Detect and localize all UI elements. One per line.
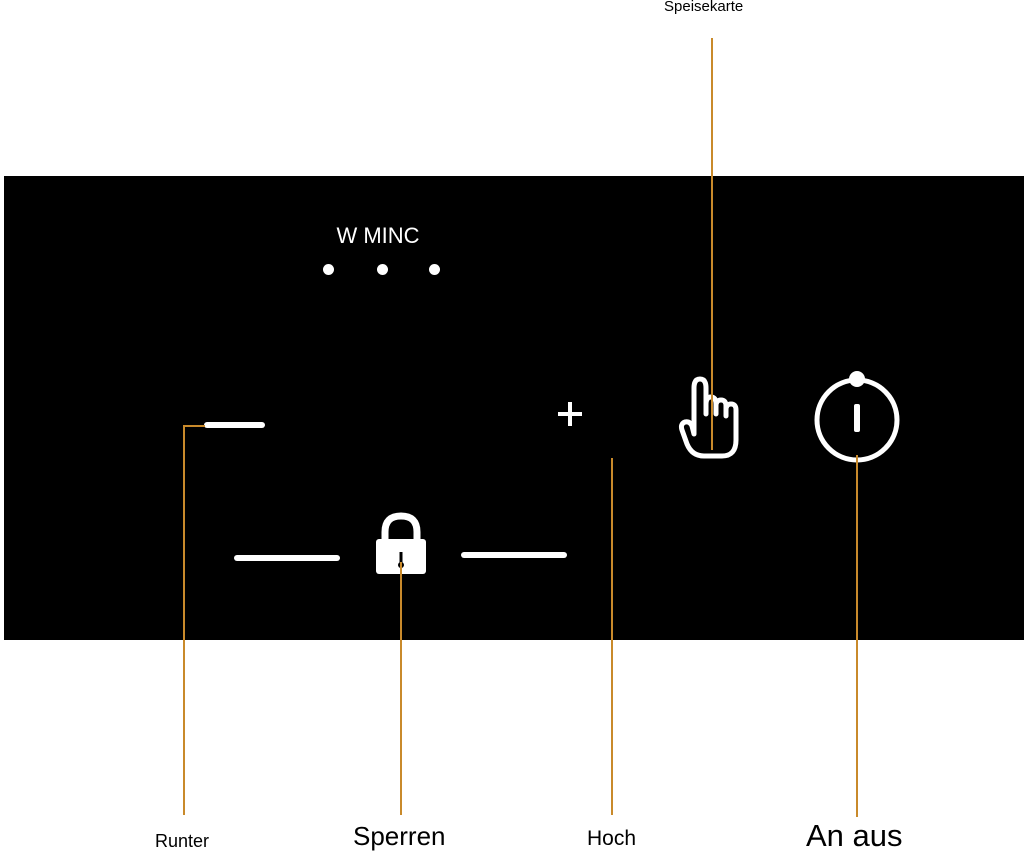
indicator-dot-1: [323, 264, 334, 275]
label-runter: Runter: [155, 831, 210, 851]
leader-line-speisekarte: [711, 38, 713, 450]
leader-line-an-aus: [856, 455, 858, 817]
minus-bar-icon[interactable]: [204, 422, 265, 428]
indicator-dot-3: [429, 264, 440, 275]
brand-logo: W MINC: [336, 223, 420, 248]
plus-icon[interactable]: [556, 400, 584, 428]
label-speisekarte: Speisekarte: [664, 0, 744, 15]
label-sperren: Sperren: [353, 821, 446, 851]
pointing-hand-icon[interactable]: [676, 374, 746, 464]
lock-bar-right: [461, 552, 567, 558]
label-hoch: Hoch: [587, 827, 637, 850]
padlock-icon[interactable]: [374, 512, 428, 576]
indicator-dot-2: [377, 264, 388, 275]
leader-line-sperren: [400, 562, 402, 815]
power-icon[interactable]: [810, 366, 904, 466]
leader-line-hoch: [611, 458, 613, 815]
leader-line-runter-h: [183, 425, 205, 427]
label-an-aus: An aus: [806, 818, 903, 853]
leader-line-runter: [183, 425, 185, 815]
lock-bar-left: [234, 555, 340, 561]
